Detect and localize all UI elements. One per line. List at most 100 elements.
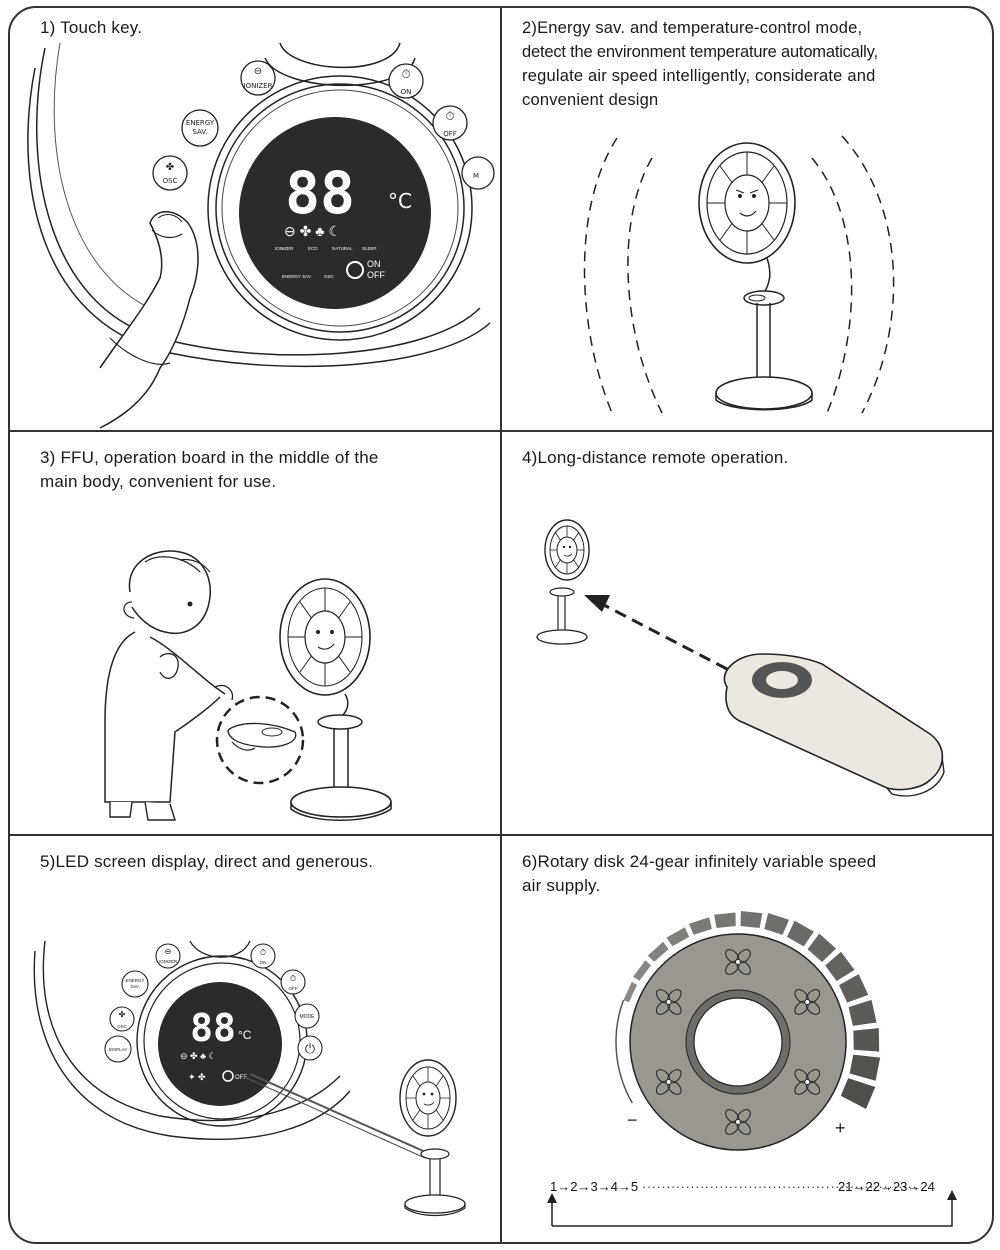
gear-block [825, 951, 855, 981]
mode-button-partial [461, 156, 495, 190]
gear-block [633, 960, 651, 981]
panel-2-caption-line-1: 2)Energy sav. and temperature-control mo… [522, 19, 863, 37]
gear-block [740, 911, 763, 928]
lcd-icon-sleep: SLEEP [362, 246, 377, 251]
p5-mode-label: MODE [300, 1014, 316, 1020]
lcd-off: OFF [367, 270, 385, 280]
panel1-button-labels: IONIZER ON OFF ENERGY SAV. OSC M 88 °C ⊖… [163, 82, 479, 280]
panel-ffu: 3) FFU, operation board in the middle of… [10, 432, 500, 834]
vertical-divider [500, 8, 502, 1242]
panel-rotary-disk: 6)Rotary disk 24-gear infinitely variabl… [502, 836, 992, 1242]
speed-gear-arc [615, 911, 881, 1109]
lcd-osc: OSC [324, 274, 335, 279]
gear-block [647, 941, 669, 962]
horizontal-divider-1 [10, 430, 992, 432]
p5-on-label: ON [260, 960, 267, 965]
panel-led-display: 5)LED screen display, direct and generou… [10, 836, 500, 1242]
gear-block [764, 913, 789, 935]
p5-ionizer-label: IONIZER [159, 959, 178, 964]
panel-touch-key: 1) Touch key. ⊖ ⏱ ⏱ ✤ [10, 8, 500, 430]
p5-energy-label-2: SAV. [130, 984, 140, 989]
gear-block [666, 927, 690, 947]
p5-lcd-off: OFF [235, 1075, 247, 1081]
svg-text:⊖ ✤ ♣ ☾: ⊖ ✤ ♣ ☾ [284, 223, 341, 239]
lcd-icon-eco: ECO [308, 246, 318, 251]
panel-3-caption: 3) FFU, operation board in the middle of… [40, 446, 379, 494]
gear-block [714, 912, 736, 928]
minus-sign: − [627, 1110, 638, 1130]
panel-3-caption-line-2: main body, convenient for use. [40, 472, 277, 491]
gear-block [689, 917, 712, 935]
lcd-energy-sav: ENERGY SAV. [282, 274, 312, 279]
p5-off-label: OFF [289, 986, 298, 991]
instruction-sheet: 1) Touch key. ⊖ ⏱ ⏱ ✤ [8, 6, 994, 1244]
svg-text:⏱: ⏱ [260, 948, 266, 957]
plus-sign: + [835, 1118, 846, 1138]
gear-block [623, 981, 637, 1003]
osc-label: OSC [163, 177, 178, 185]
fan-icons [655, 949, 821, 1135]
timer-off-button [432, 105, 468, 141]
fan-icon [794, 989, 821, 1015]
sequence-dots: ········································… [642, 1179, 917, 1194]
fan-icon [655, 1069, 682, 1095]
gear-arc-start [615, 1000, 633, 1104]
lcd-icon-natural: NATURAL [332, 246, 353, 251]
energy-sav-button [181, 109, 219, 147]
panel-6-caption-line-1: 6)Rotary disk 24-gear infinitely variabl… [522, 852, 877, 871]
p5-energy-label-1: ENERGY [125, 978, 144, 983]
panel-remote: 4)Long-distance remote operation. [502, 432, 992, 834]
remote-control-illustration [536, 519, 945, 797]
lcd-unit: °C [388, 189, 412, 213]
horizontal-divider-2 [10, 834, 992, 836]
fan-icon [725, 949, 751, 975]
svg-text:✤: ✤ [166, 162, 174, 173]
lcd-icon-ionizer: IONIZER [275, 246, 294, 251]
gear-block [787, 920, 814, 947]
lcd-digits: 88 [285, 159, 355, 227]
svg-text:⏱: ⏱ [401, 67, 410, 81]
panel-2-caption-line-2: detect the environment temperature autom… [522, 43, 878, 61]
gear-block [853, 1028, 880, 1052]
gear-block [839, 974, 869, 1003]
ionizer-label: IONIZER [244, 82, 273, 90]
fan-icon [794, 1069, 821, 1095]
panel-energy-mode: 2)Energy sav. and temperature-control mo… [502, 8, 992, 430]
panel-6-caption: 6)Rotary disk 24-gear infinitely variabl… [522, 850, 876, 898]
control-panel-illustration: ⊖ ⏱ ⏱ ✤ [27, 42, 495, 429]
off-label: OFF [443, 130, 457, 138]
panel-3-caption-line-1: 3) FFU, operation board in the middle of… [40, 448, 379, 467]
fan-icon [655, 989, 682, 1015]
svg-text:✤: ✤ [119, 1010, 126, 1019]
panel-1-caption: 1) Touch key. [40, 18, 143, 37]
svg-text:⊖: ⊖ [165, 947, 172, 956]
fan-with-airflow-illustration [583, 135, 895, 414]
led-display-illustration: ⏻ ⊖ ⏱ ⏱ ✤ IONIZER ON OFF ENERGY SAV. OSC… [33, 940, 466, 1217]
fan-icon [725, 1109, 751, 1135]
p5-lcd-digits: 88 [190, 1006, 236, 1050]
svg-text:⊖: ⊖ [254, 66, 262, 77]
gear-block [807, 933, 837, 962]
panel-2-caption: 2)Energy sav. and temperature-control mo… [522, 16, 878, 112]
svg-text:⏱: ⏱ [445, 109, 454, 123]
lcd-screen [239, 117, 431, 309]
rotary-disk-illustration: − + 1→2→3→4→5 ··························… [547, 911, 957, 1227]
panel-6-caption-line-2: air supply. [522, 876, 601, 895]
panel-5-caption: 5)LED screen display, direct and generou… [40, 852, 374, 871]
p5-osc-label: OSC [117, 1024, 128, 1029]
sequence-left: 1→2→3→4→5 [550, 1179, 638, 1194]
sequence-right: 21→22→23→24 [838, 1179, 935, 1194]
osc-button [152, 155, 188, 191]
gear-block [848, 999, 877, 1026]
svg-text:⏻: ⏻ [305, 1041, 315, 1056]
p5-display-label: DISPLAY [109, 1047, 128, 1052]
gear-block [849, 1054, 881, 1081]
energy-label-1: ENERGY [186, 119, 215, 127]
mode-partial-label: M [473, 172, 479, 180]
on-label: ON [401, 88, 412, 96]
lcd-on: ON [367, 259, 381, 269]
panel-4-caption: 4)Long-distance remote operation. [522, 448, 789, 467]
ionizer-button [240, 60, 276, 96]
panel-2-caption-line-4: convenient design [522, 91, 659, 109]
p5-lcd-unit: °C [238, 1028, 252, 1042]
